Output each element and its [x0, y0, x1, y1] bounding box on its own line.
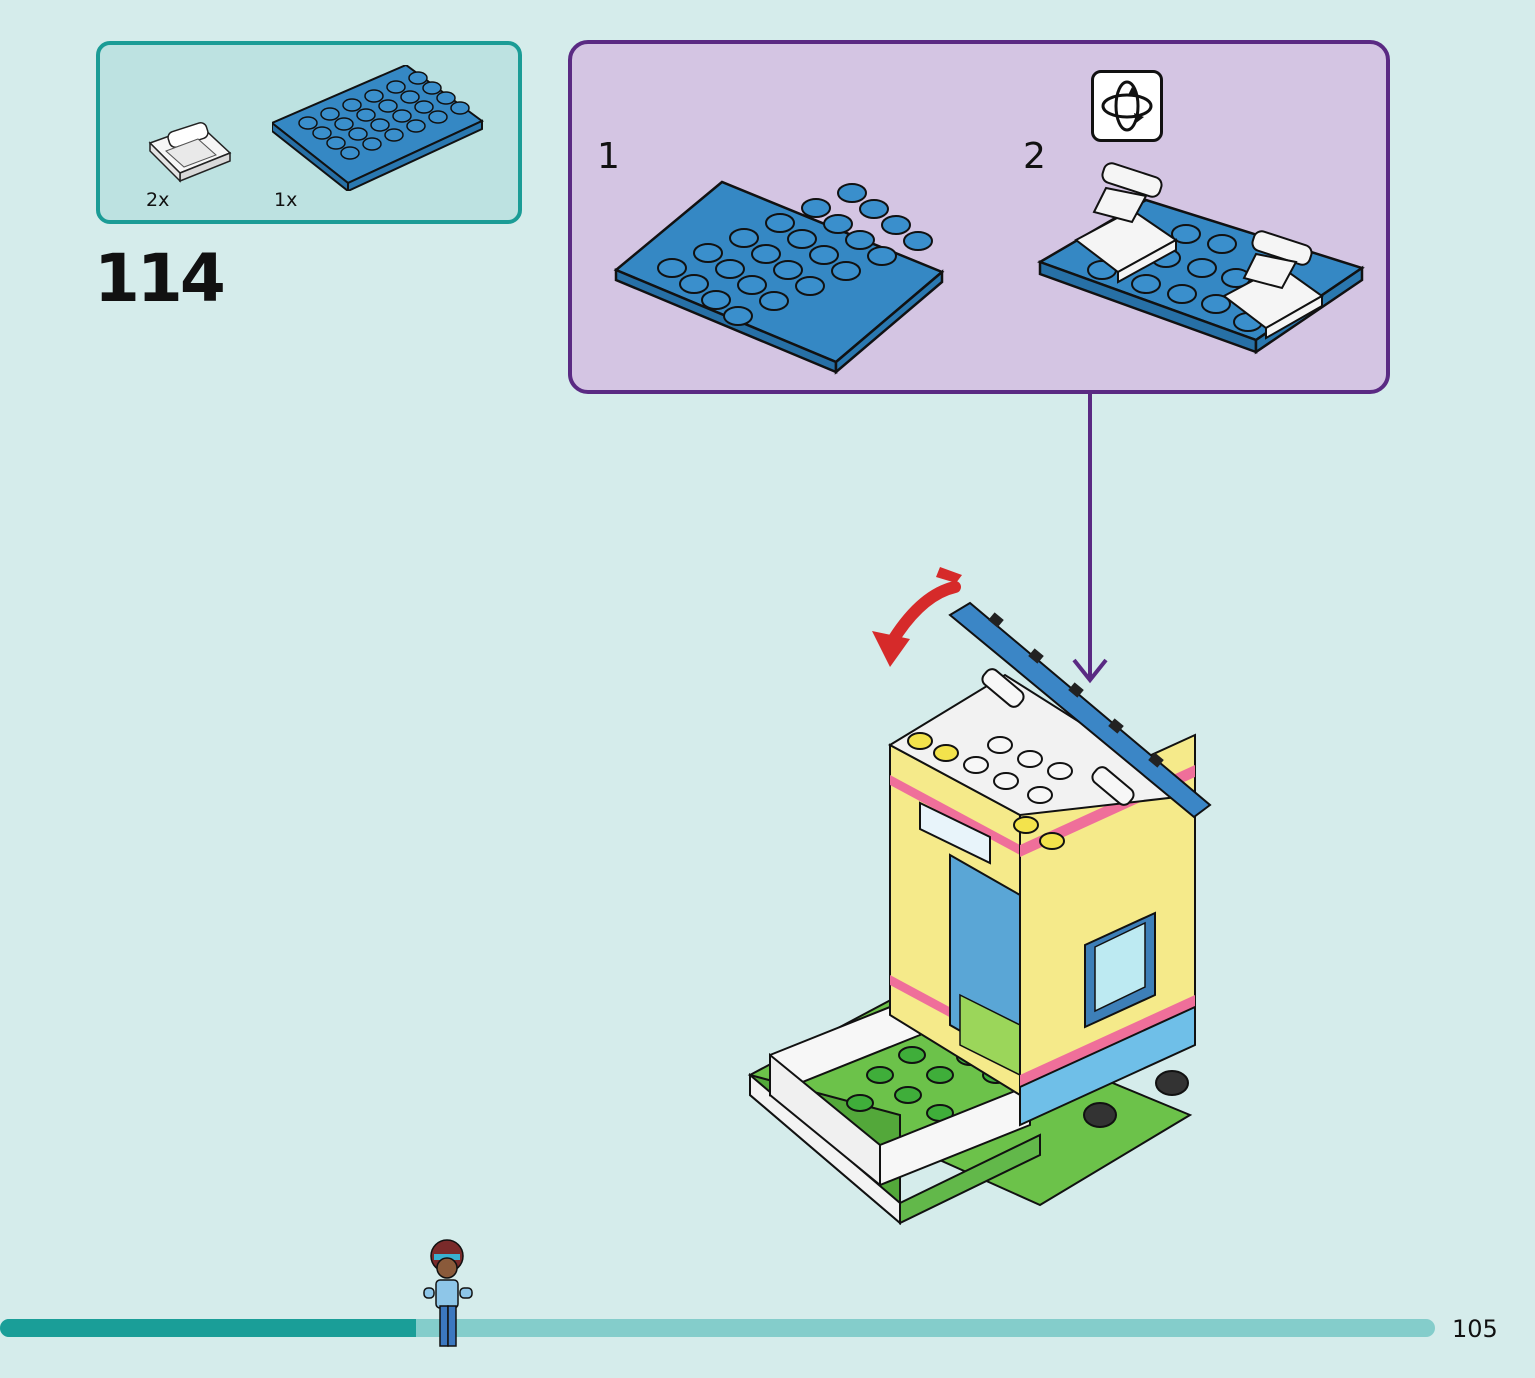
stud: [729, 228, 759, 248]
stud: [831, 261, 861, 281]
stud: [751, 244, 781, 264]
subassembly-callout: 1 2: [568, 40, 1390, 394]
stud: [364, 89, 384, 103]
stud: [414, 100, 434, 114]
stud: [903, 231, 933, 251]
stud: [845, 230, 875, 250]
stud: [436, 91, 456, 105]
stud: [326, 136, 346, 150]
stud: [386, 80, 406, 94]
progress-fill: [0, 1319, 417, 1337]
part-quantity: 2x: [146, 189, 170, 211]
blue-plate-part: [272, 65, 484, 191]
stud: [765, 213, 795, 233]
page-number: 105: [1452, 1315, 1498, 1343]
stud: [400, 90, 420, 104]
minifigure-progress-marker: [423, 1239, 473, 1347]
stud: [787, 229, 817, 249]
stud: [450, 101, 470, 115]
stud: [715, 259, 745, 279]
placement-arrow: [1072, 394, 1108, 684]
stud: [837, 183, 867, 203]
stud: [320, 107, 340, 121]
stud: [334, 117, 354, 131]
stud: [859, 199, 889, 219]
stud: [795, 276, 825, 296]
stud: [370, 118, 390, 132]
progress-bar: [0, 1319, 1435, 1337]
stud: [773, 260, 803, 280]
stud: [422, 81, 442, 95]
stud: [362, 137, 382, 151]
stud: [809, 245, 839, 265]
stud: [801, 198, 831, 218]
stud: [298, 116, 318, 130]
part-quantity: 1x: [274, 189, 298, 211]
stud: [759, 291, 789, 311]
assembled-model: [747, 567, 1212, 1226]
stud: [737, 275, 767, 295]
stud: [378, 99, 398, 113]
stud: [657, 258, 687, 278]
stud: [693, 243, 723, 263]
substep-label: 2: [1023, 136, 1046, 177]
stud: [701, 290, 731, 310]
stud: [342, 98, 362, 112]
stud: [340, 146, 360, 160]
stud: [881, 215, 911, 235]
stud: [867, 246, 897, 266]
stud: [312, 126, 332, 140]
stud: [348, 127, 368, 141]
step-number: 114: [94, 240, 226, 317]
stud: [679, 274, 709, 294]
substep-label: 1: [597, 136, 620, 177]
stud: [392, 109, 412, 123]
white-hinge-plate-part: [148, 122, 232, 183]
stud: [356, 108, 376, 122]
stud: [408, 71, 428, 85]
substep-2-hinged-plate: [1037, 162, 1365, 355]
rotate-model-icon: [1091, 70, 1163, 142]
stud: [384, 128, 404, 142]
rotate-arrow-icon: [884, 581, 961, 651]
stud: [406, 119, 426, 133]
parts-callout: 2x 1x: [96, 41, 522, 224]
stud: [428, 110, 448, 124]
stud: [823, 214, 853, 234]
substep-1-blue-plate: [613, 180, 945, 375]
stud: [723, 306, 753, 326]
